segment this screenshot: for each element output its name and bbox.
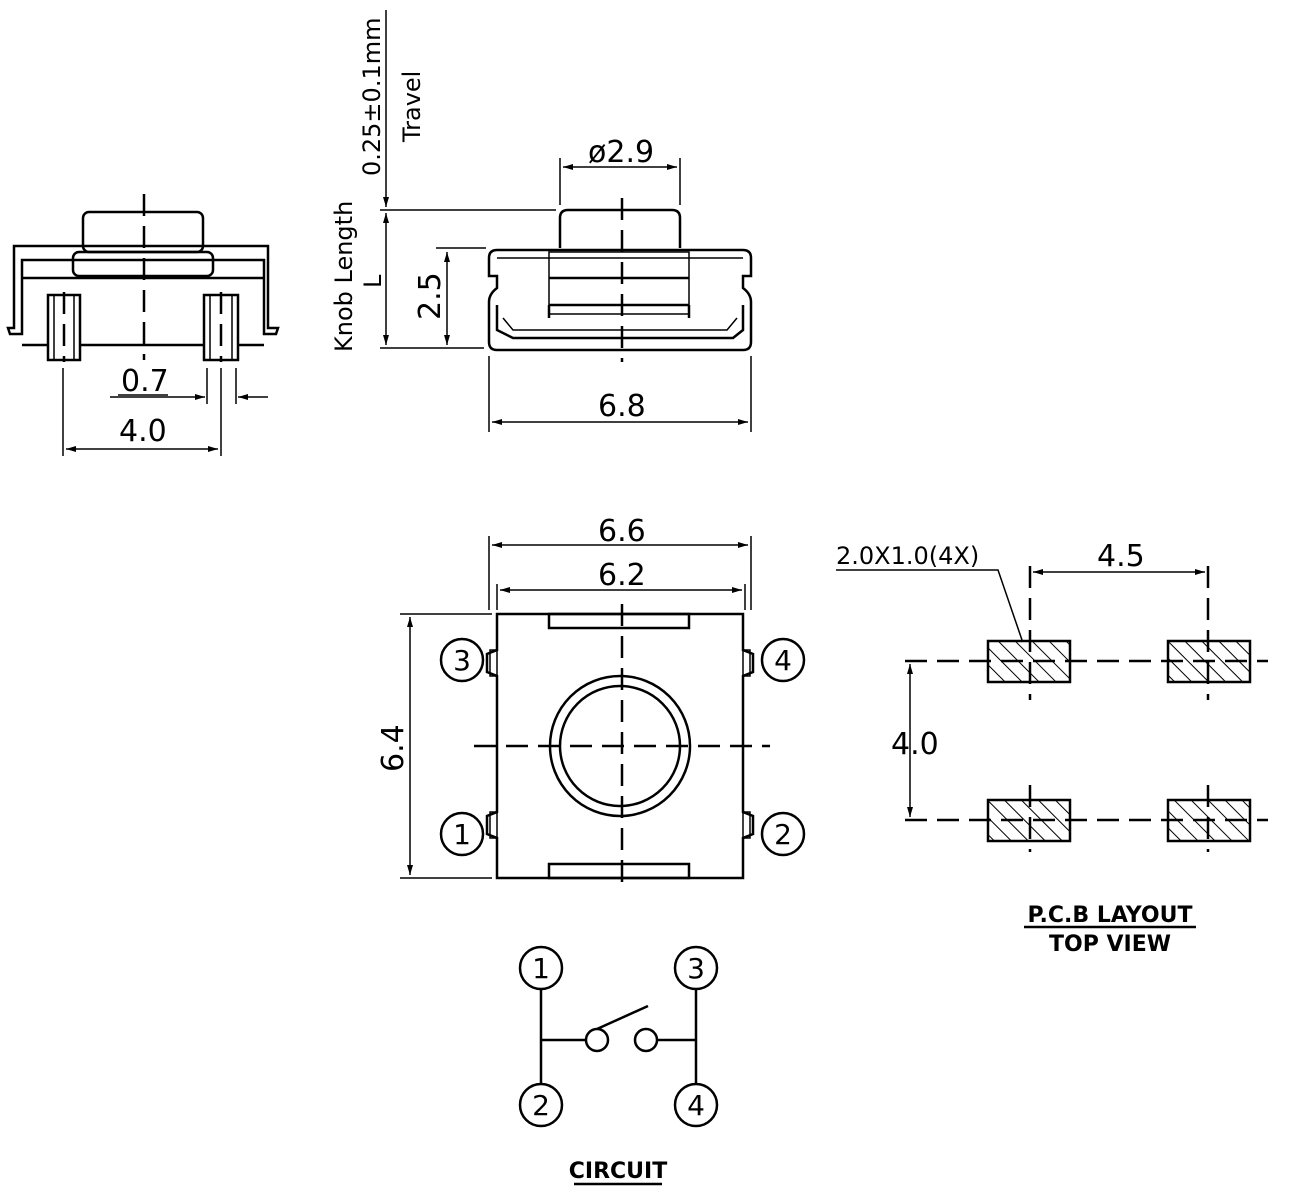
- svg-text:3: 3: [453, 644, 471, 677]
- body-height-label: 2.5: [413, 272, 448, 320]
- pin-4-marker: 4: [760, 637, 806, 683]
- svg-text:3: 3: [687, 952, 705, 985]
- knob-length-label: Knob Length: [330, 201, 358, 352]
- circuit-diagram: 1 3 2 4 CIRCUIT: [518, 945, 719, 1186]
- knob-length-symbol: L: [359, 274, 387, 288]
- depth-label: 6.4: [376, 724, 411, 772]
- pad-pitch-y-label: 4.0: [891, 727, 939, 762]
- top-view-caption: TOP VIEW: [1049, 932, 1171, 957]
- switch-lever: [596, 1004, 649, 1031]
- pcb-layout: 4.5 4.0 2.0X1.0(4X) P.C.B LAYOUT TOP VIE…: [836, 539, 1268, 957]
- pcb-layout-caption: P.C.B LAYOUT: [1027, 903, 1192, 928]
- switch-contact-left: [584, 1027, 610, 1053]
- knob-diameter-label: ø2.9: [588, 135, 654, 170]
- inner-width-label: 6.2: [598, 558, 646, 593]
- travel-label: Travel: [398, 71, 426, 143]
- top-view: 3 4 1 2 6.6 6.2 6.4: [376, 514, 806, 890]
- lead-pitch-label: 4.0: [119, 414, 167, 449]
- circuit-pin-2: 2: [518, 1082, 564, 1128]
- travel-value-label: 0.25±0.1mm: [358, 18, 386, 176]
- svg-text:1: 1: [453, 818, 471, 851]
- svg-text:1: 1: [532, 952, 550, 985]
- pin-2-marker: 2: [760, 811, 806, 857]
- switch-contact-right: [633, 1027, 659, 1053]
- circuit-pin-4: 4: [673, 1082, 719, 1128]
- svg-text:2: 2: [774, 818, 792, 851]
- circuit-pin-3: 3: [673, 945, 719, 991]
- circuit-caption: CIRCUIT: [569, 1159, 667, 1184]
- lead-width-label: 0.7: [121, 364, 169, 399]
- side-view: ø2.9 2.5 L Knob Length 0.25±0.1mm Travel…: [330, 10, 753, 432]
- body-width-side-label: 6.8: [598, 389, 646, 424]
- front-view: 0.7 4.0: [6, 194, 280, 456]
- pin-3-marker: 3: [439, 637, 485, 683]
- svg-text:4: 4: [687, 1089, 705, 1122]
- pin-1-marker: 1: [439, 811, 485, 857]
- pad-size-label: 2.0X1.0(4X): [836, 542, 979, 570]
- outer-width-label: 6.6: [598, 514, 646, 549]
- circuit-pin-1: 1: [518, 945, 564, 991]
- svg-text:2: 2: [532, 1089, 550, 1122]
- svg-text:4: 4: [774, 644, 792, 677]
- pad-pitch-x-label: 4.5: [1097, 539, 1145, 574]
